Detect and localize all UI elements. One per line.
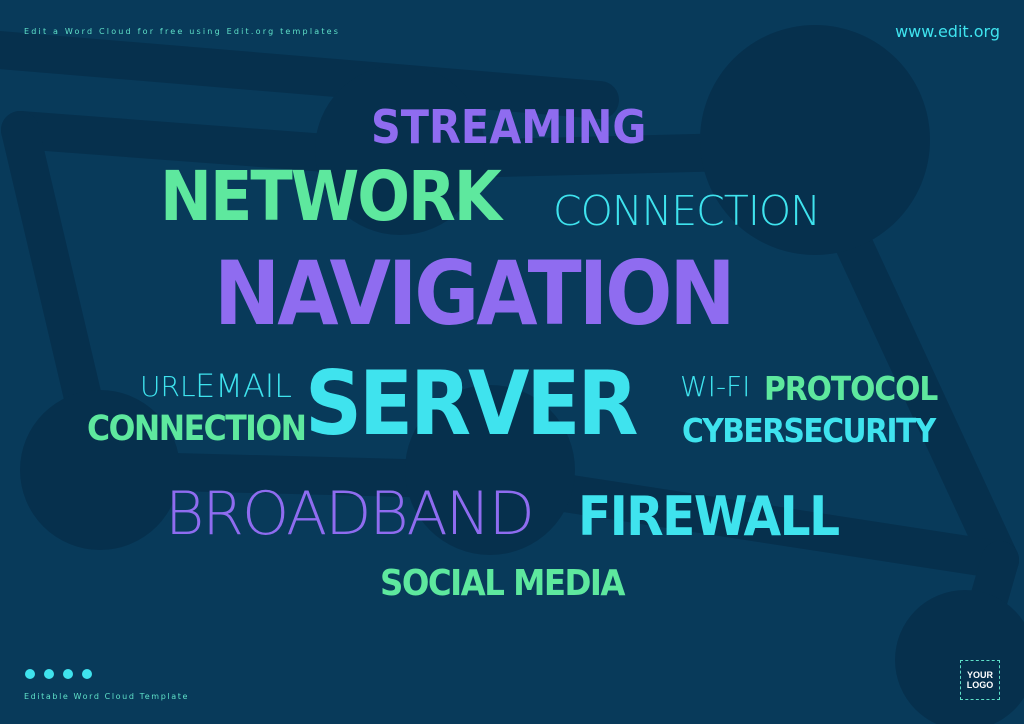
word-navigation: NAVIGATION <box>214 242 736 345</box>
dot-3 <box>63 669 73 679</box>
dot-2 <box>44 669 54 679</box>
logo-text: YOUR LOGO <box>966 670 994 690</box>
decorative-dots <box>25 669 92 679</box>
word-email: EMAIL <box>195 367 292 405</box>
word-wifi: WI-FI <box>680 370 751 403</box>
word-streaming: STREAMING <box>371 100 647 154</box>
word-protocol: PROTOCOL <box>764 369 938 408</box>
dot-4 <box>82 669 92 679</box>
word-cybersecurity: CYBERSECURITY <box>682 411 936 450</box>
word-connection-light: CONNECTION <box>553 187 821 235</box>
tagline: Edit a Word Cloud for free using Edit.or… <box>24 27 341 36</box>
logo-placeholder[interactable]: YOUR LOGO <box>960 660 1000 700</box>
word-connection-bold: CONNECTION <box>87 409 307 449</box>
word-server: SERVER <box>305 352 638 455</box>
word-social-media: SOCIAL MEDIA <box>380 563 626 604</box>
word-broadband: BROADBAND <box>165 479 535 549</box>
dot-1 <box>25 669 35 679</box>
word-network: NETWORK <box>160 157 502 237</box>
word-url: URL <box>140 370 196 403</box>
footer-label: Editable Word Cloud Template <box>24 692 189 701</box>
website-link[interactable]: www.edit.org <box>895 22 1000 41</box>
word-firewall: FIREWALL <box>578 485 840 548</box>
